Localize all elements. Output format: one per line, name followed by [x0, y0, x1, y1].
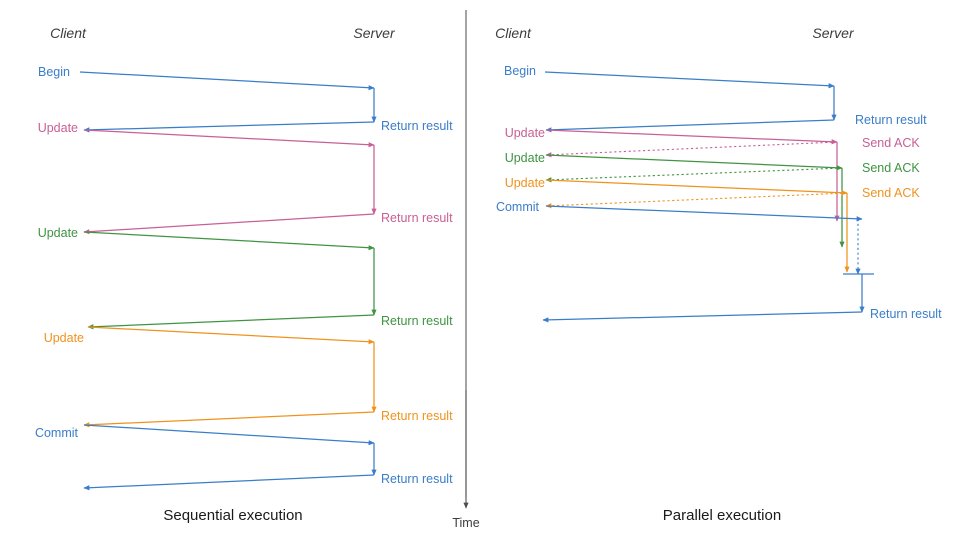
server-message-label: Return result [870, 307, 942, 321]
flow-update3-request [87, 326, 375, 345]
flow-begin-request [544, 71, 835, 89]
actor-label-server: Server [353, 25, 396, 41]
server-message-label: Send ACK [862, 186, 920, 200]
server-message-label: Send ACK [862, 136, 920, 150]
panel-caption: Parallel execution [663, 507, 781, 524]
flow-update2-ack [545, 167, 843, 183]
actor-label-client: Client [50, 25, 87, 41]
client-message-label: Begin [38, 65, 70, 79]
client-message-label: Update [505, 176, 545, 190]
client-message-label: Commit [496, 200, 540, 214]
flow-update2-request [83, 231, 375, 251]
flow-update1-return [83, 213, 375, 235]
client-message-label: Begin [504, 64, 536, 78]
client-message-label: Update [38, 226, 78, 240]
flow-commit-return [83, 474, 375, 491]
flow-begin-request [79, 71, 375, 91]
flow-update1-request [83, 129, 375, 148]
server-message-label: Return result [381, 472, 453, 486]
client-message-label: Update [505, 126, 545, 140]
client-message-label: Update [44, 331, 84, 345]
server-message-label: Return result [381, 314, 453, 328]
client-message-label: Commit [35, 426, 79, 440]
time-axis-label: Time [452, 516, 479, 530]
flow-update2-request [545, 154, 843, 171]
client-message-label: Update [38, 121, 78, 135]
server-message-label: Send ACK [862, 161, 920, 175]
flow-commit-return [542, 311, 863, 323]
flow-begin-return [545, 119, 835, 133]
flow-begin-return [83, 121, 375, 133]
flow-update1-ack [545, 141, 838, 158]
flow-update1-request [545, 129, 838, 145]
server-message-label: Return result [381, 211, 453, 225]
panel-caption: Sequential execution [163, 507, 302, 524]
flow-update3-ack [545, 192, 848, 209]
server-message-label: Return result [381, 119, 453, 133]
server-message-label: Return result [381, 409, 453, 423]
flow-update2-return [87, 314, 375, 330]
flow-update3-request [545, 179, 848, 196]
client-message-label: Update [505, 151, 545, 165]
flow-update3-return [83, 411, 375, 428]
flow-commit-request [83, 424, 375, 446]
flow-commit-request [545, 205, 863, 222]
actor-label-client: Client [495, 25, 532, 41]
server-message-label: Return result [855, 113, 927, 127]
actor-label-server: Server [812, 25, 855, 41]
